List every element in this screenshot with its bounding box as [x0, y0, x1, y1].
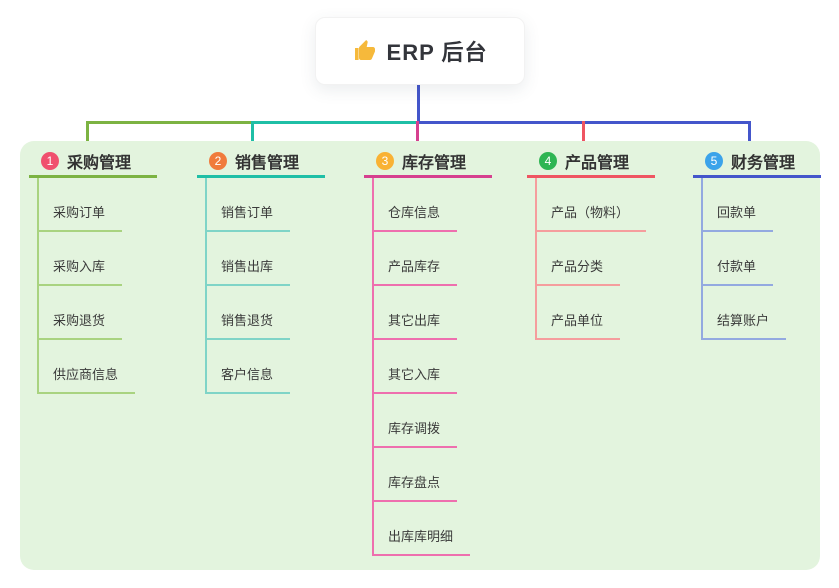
branch-topic-node[interactable]: 5 财务管理 — [693, 146, 821, 178]
child-topic-row: 结算账户 — [703, 286, 787, 340]
branch-children-group: 销售订单销售出库销售退货客户信息 — [205, 178, 291, 394]
branch3-connector-drop — [416, 121, 419, 151]
branch-number-badge: 1 — [41, 151, 59, 170]
thumbs-up-icon — [354, 40, 375, 60]
child-topic-node[interactable]: 付款单 — [703, 256, 774, 286]
child-topic-row: 销售订单 — [207, 178, 291, 232]
root-connector-line — [417, 83, 420, 123]
child-topic-node[interactable]: 客户信息 — [207, 364, 291, 394]
child-topic-row: 客户信息 — [207, 340, 291, 394]
branch2-connector-segment — [252, 121, 418, 124]
branch-销售管理: 2 销售管理销售订单销售出库销售退货客户信息 — [197, 146, 325, 394]
child-topic-row: 采购入库 — [39, 232, 135, 286]
child-topic-row: 出库库明细 — [374, 502, 471, 556]
child-topic-row: 采购退货 — [39, 286, 135, 340]
child-topic-node[interactable]: 供应商信息 — [39, 364, 136, 394]
branch-number-badge: 3 — [376, 151, 394, 170]
branch-产品管理: 4 产品管理产品（物料） 产品分类产品单位 — [527, 146, 655, 340]
branch-title-label: 库存管理 — [402, 154, 467, 172]
branch-number-badge: 2 — [209, 151, 227, 170]
branch-title-label: 产品管理 — [565, 154, 630, 172]
branch-库存管理: 3 库存管理仓库信息产品库存其它出库其它入库库存调拨库存盘点出库库明细 — [364, 146, 492, 556]
child-topic-node[interactable]: 产品（物料） — [537, 202, 647, 232]
branch5-connector-drop — [748, 121, 751, 151]
branch-number-badge: 5 — [705, 151, 723, 170]
child-topic-node[interactable]: 产品库存 — [374, 256, 458, 286]
child-topic-node[interactable]: 销售订单 — [207, 202, 291, 232]
child-topic-row: 其它入库 — [374, 340, 470, 394]
child-topic-row: 产品分类 — [537, 232, 646, 286]
child-topic-node[interactable]: 其它入库 — [374, 364, 458, 394]
child-topic-node[interactable]: 销售退货 — [207, 310, 291, 340]
branch-children-group: 回款单付款单结算账户 — [701, 178, 787, 340]
child-topic-row: 销售退货 — [207, 286, 291, 340]
child-topic-node[interactable]: 采购退货 — [39, 310, 123, 340]
child-topic-row: 库存调拨 — [374, 394, 470, 448]
child-topic-row: 其它出库 — [374, 286, 470, 340]
branch-采购管理: 1 采购管理采购订单采购入库采购退货供应商信息 — [29, 146, 157, 394]
child-topic-row: 付款单 — [703, 232, 786, 286]
branch1-connector-drop — [86, 121, 89, 151]
branch-children-group: 产品（物料） 产品分类产品单位 — [535, 178, 647, 340]
branch-topic-node[interactable]: 1 采购管理 — [29, 146, 157, 178]
branch1-connector-segment — [86, 121, 254, 124]
child-topic-node[interactable]: 回款单 — [703, 202, 774, 232]
branch2-connector-drop — [251, 121, 254, 151]
branch4-connector-drop — [582, 121, 585, 151]
child-topic-row: 仓库信息 — [374, 178, 470, 232]
child-topic-node[interactable]: 采购入库 — [39, 256, 123, 286]
child-topic-node[interactable]: 产品分类 — [537, 256, 621, 286]
child-topic-row: 供应商信息 — [39, 340, 136, 394]
child-topic-row: 产品单位 — [537, 286, 646, 340]
child-topic-row: 采购订单 — [39, 178, 135, 232]
branch-title-label: 财务管理 — [731, 154, 796, 172]
child-topic-row: 库存盘点 — [374, 448, 470, 502]
child-topic-row: 产品库存 — [374, 232, 470, 286]
child-topic-node[interactable]: 产品单位 — [537, 310, 621, 340]
child-topic-node[interactable]: 出库库明细 — [374, 526, 471, 556]
root-topic-node[interactable]: ERP 后台 — [315, 17, 525, 85]
branch-children-group: 仓库信息产品库存其它出库其它入库库存调拨库存盘点出库库明细 — [372, 178, 471, 556]
child-topic-node[interactable]: 采购订单 — [39, 202, 123, 232]
root-topic-label: ERP 后台 — [386, 40, 488, 65]
branch-children-group: 采购订单采购入库采购退货供应商信息 — [37, 178, 136, 394]
branch-财务管理: 5 财务管理回款单付款单结算账户 — [693, 146, 821, 340]
branch-topic-node[interactable]: 4 产品管理 — [527, 146, 655, 178]
child-topic-node[interactable]: 其它出库 — [374, 310, 458, 340]
branch-topic-node[interactable]: 3 库存管理 — [364, 146, 492, 178]
branch-title-label: 销售管理 — [235, 154, 300, 172]
branch-title-label: 采购管理 — [67, 154, 132, 172]
branches-panel — [20, 141, 820, 570]
branch-topic-node[interactable]: 2 销售管理 — [197, 146, 325, 178]
child-topic-row: 回款单 — [703, 178, 786, 232]
child-topic-node[interactable]: 结算账户 — [703, 310, 787, 340]
child-topic-node[interactable]: 仓库信息 — [374, 202, 458, 232]
branch-number-badge: 4 — [539, 151, 557, 170]
child-topic-node[interactable]: 库存调拨 — [374, 418, 458, 448]
child-topic-node[interactable]: 销售出库 — [207, 256, 291, 286]
child-topic-node[interactable]: 库存盘点 — [374, 472, 458, 502]
child-topic-row: 销售出库 — [207, 232, 291, 286]
child-topic-row: 产品（物料） — [537, 178, 647, 232]
